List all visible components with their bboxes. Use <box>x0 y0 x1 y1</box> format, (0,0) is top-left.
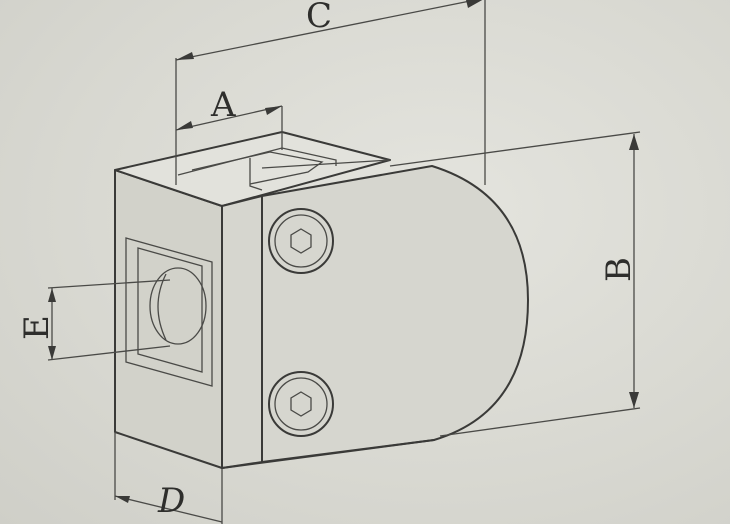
clamp-front-plate <box>221 195 263 469</box>
label-c: C <box>306 0 332 36</box>
dimension-b <box>389 131 641 437</box>
label-b: B <box>599 257 639 282</box>
label-a: A <box>210 85 236 125</box>
dimension-c <box>175 0 486 185</box>
dimension-a <box>175 105 283 150</box>
tube-bore-circle <box>149 267 207 345</box>
tube-socket-inner <box>137 247 203 373</box>
clamp-rounded-face <box>261 165 529 463</box>
top-slot-back-edge <box>261 159 391 169</box>
top-slot-inner <box>191 151 324 185</box>
upper-bolt-icon <box>268 208 334 274</box>
block-left-face <box>114 169 223 469</box>
dimension-d <box>114 432 223 524</box>
bottom-edge <box>221 439 435 469</box>
top-slot-step <box>249 158 263 191</box>
dimension-e <box>47 279 171 361</box>
tube-socket-outer <box>125 237 213 387</box>
label-d: D <box>157 481 185 521</box>
label-e: E <box>17 315 57 340</box>
lower-bolt-icon <box>268 371 334 437</box>
